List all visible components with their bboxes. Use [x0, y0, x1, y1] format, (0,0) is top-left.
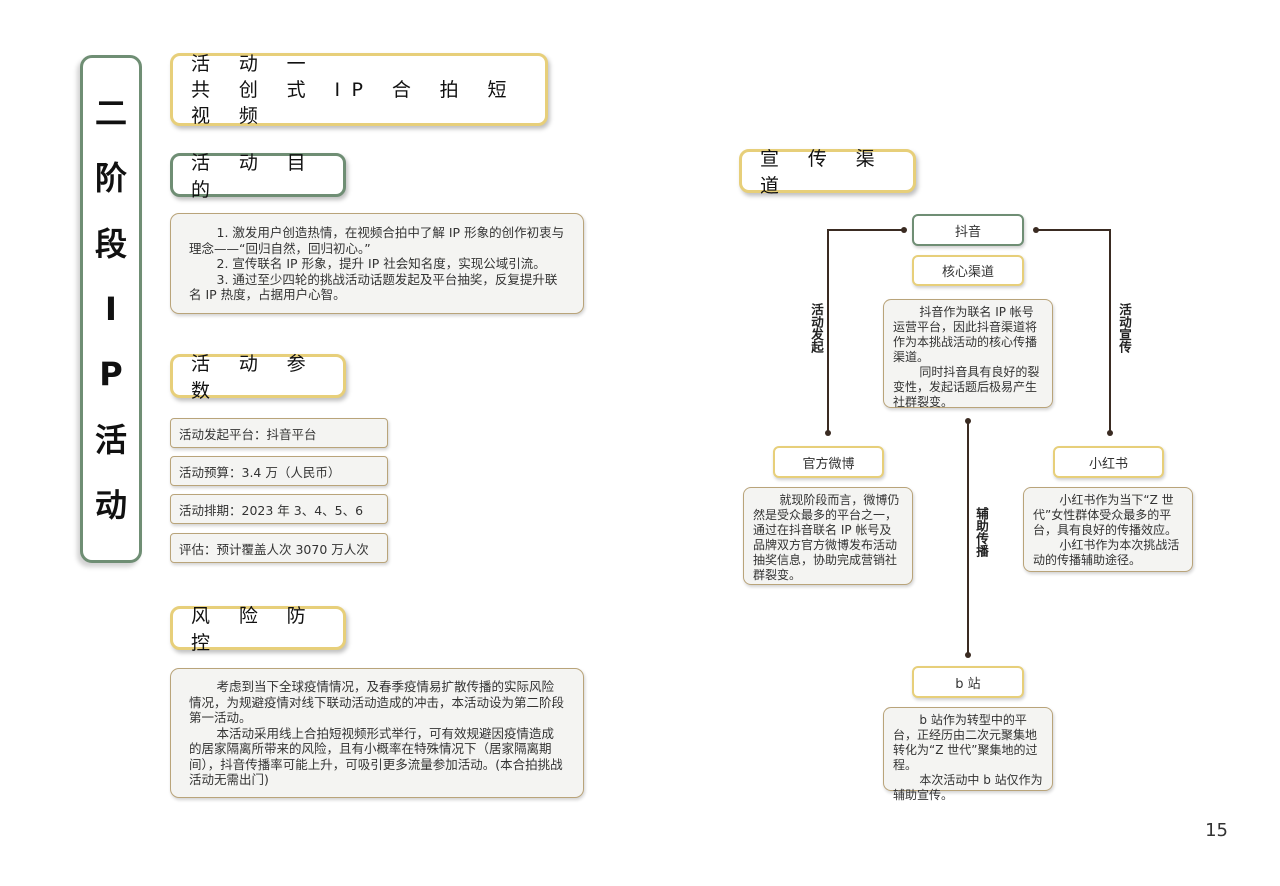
bilibili-paragraph: 本次活动中 b 站仅作为辅助宣传。: [893, 773, 1043, 802]
side-title-char: P: [99, 355, 123, 394]
param-budget: 活动预算：3.4 万（人民币）: [170, 456, 388, 486]
risk-paragraph: 考虑到当下全球疫情情况，及春季疫情易扩散传播的实际风险情况，为规避疫情对线下联动…: [189, 679, 565, 725]
side-title-char: 段: [94, 224, 127, 263]
douyin-paragraph: 抖音作为联名 IP 帐号运营平台，因此抖音渠道将作为本挑战活动的核心传播渠道。: [893, 305, 1038, 364]
bilibili-desc: b 站作为转型中的平台，正经历由二次元聚集地转化为“Z 世代”聚集地的过程。 本…: [883, 707, 1053, 802]
page-number: 15: [1205, 820, 1228, 841]
xiaohongshu-paragraph: 小红书作为当下“Z 世代”女性群体受众最多的平台，具有良好的传播效应。: [1033, 493, 1178, 537]
side-title-char: 二: [94, 93, 127, 132]
main-title-line1: 活 动 一: [191, 52, 318, 75]
connector-dot: [1107, 430, 1113, 436]
bilibili-paragraph: b 站作为转型中的平台，正经历由二次元聚集地转化为“Z 世代”聚集地的过程。: [893, 713, 1038, 772]
node-bilibili: b 站: [912, 666, 1024, 698]
side-title-char: 阶: [94, 159, 127, 198]
douyin-desc: 抖音作为联名 IP 帐号运营平台，因此抖音渠道将作为本挑战活动的核心传播渠道。 …: [883, 299, 1053, 409]
main-title: 活 动 一 共 创 式 IP 合 拍 短 视 频: [170, 52, 548, 127]
params-heading: 活 动 参 数: [170, 353, 346, 402]
risk-paragraph: 本活动采用线上合拍短视频形式举行，可有效规避因疫情造成的居家隔离所带来的风险，且…: [189, 725, 563, 788]
side-title-char: 活: [94, 420, 127, 459]
weibo-paragraph: 就现阶段而言，微博仍然是受众最多的平台之一，通过在抖音联名 IP 帐号及品牌双方…: [753, 493, 900, 582]
goal-heading: 活 动 目 的: [170, 152, 346, 201]
connector-right: [1036, 229, 1111, 433]
xiaohongshu-paragraph: 小红书作为本次挑战活动的传播辅助途径。: [1033, 538, 1180, 567]
connector-dot: [965, 418, 971, 424]
label-promote: 活动宣传: [1117, 303, 1132, 353]
node-xiaohongshu: 小红书: [1053, 446, 1164, 478]
goal-box: 1. 激发用户创造热情，在视频合拍中了解 IP 形象的创作初衷与理念——“回归自…: [170, 213, 584, 314]
side-title: 二 阶 段 I P 活 动: [80, 55, 142, 563]
weibo-desc: 就现阶段而言，微博仍然是受众最多的平台之一，通过在抖音联名 IP 帐号及品牌双方…: [743, 487, 913, 585]
main-title-line2: 共 创 式 IP 合 拍 短 视 频: [191, 78, 518, 127]
param-schedule: 活动排期：2023 年 3、4、5、6: [170, 494, 388, 524]
channels-heading: 宣 传 渠 道: [739, 148, 916, 197]
risk-box: 考虑到当下全球疫情情况，及春季疫情易扩散传播的实际风险情况，为规避疫情对线下联动…: [170, 668, 584, 798]
side-title-char: 动: [94, 486, 127, 525]
param-estimate: 评估：预计覆盖人次 3070 万人次: [170, 533, 388, 563]
goal-line: 3. 通过至少四轮的挑战活动话题发起及平台抽奖，反复提升联名 IP 热度，占据用…: [189, 271, 558, 303]
risk-heading: 风 险 防 控: [170, 605, 346, 654]
goal-line: 1. 激发用户创造热情，在视频合拍中了解 IP 形象的创作初衷与理念——“回归自…: [189, 225, 565, 256]
node-douyin: 抖音: [912, 214, 1024, 246]
goal-line: 2. 宣传联名 IP 形象，提升 IP 社会知名度，实现公域引流。: [216, 256, 546, 271]
connector-dot: [825, 430, 831, 436]
param-platform: 活动发起平台：抖音平台: [170, 418, 388, 448]
label-launch: 活动发起: [809, 303, 824, 353]
connector-left: [827, 229, 904, 433]
node-weibo: 官方微博: [773, 446, 884, 478]
douyin-paragraph: 同时抖音具有良好的裂变性，发起话题后极易产生社群裂变。: [893, 365, 1040, 409]
side-title-char: I: [105, 289, 117, 328]
connector-dot: [965, 652, 971, 658]
connector-dot: [1033, 227, 1039, 233]
label-assist: 辅助传播: [974, 507, 989, 557]
tag-core-channel: 核心渠道: [912, 255, 1024, 286]
connector-dot: [901, 227, 907, 233]
xiaohongshu-desc: 小红书作为当下“Z 世代”女性群体受众最多的平台，具有良好的传播效应。 小红书作…: [1023, 487, 1193, 572]
